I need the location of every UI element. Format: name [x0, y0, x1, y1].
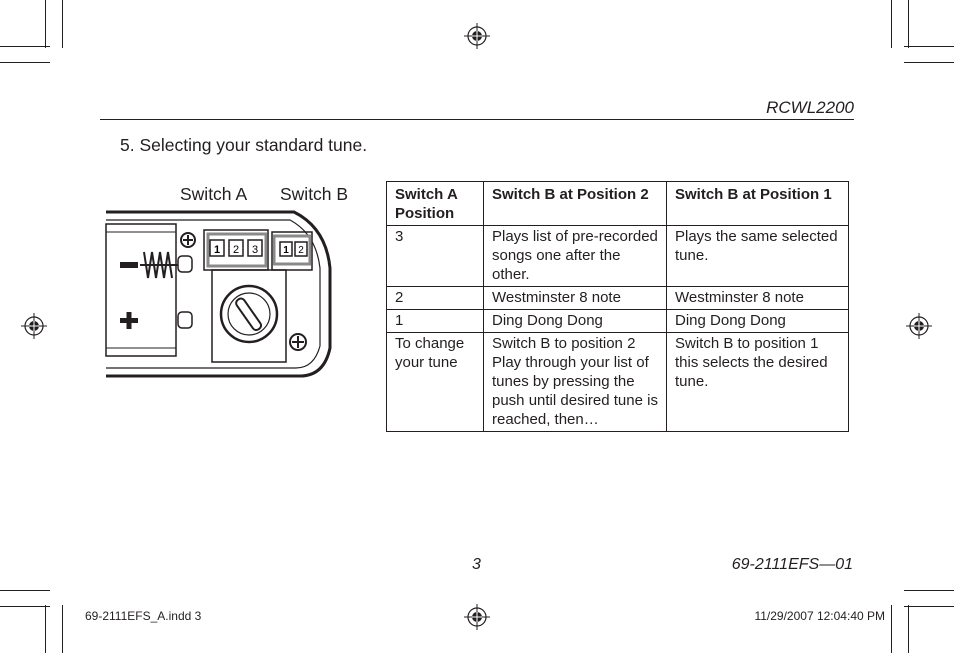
switch-a-label: Switch A — [180, 184, 248, 204]
table-cell: Ding Dong Dong — [483, 309, 667, 333]
registration-mark-icon — [464, 604, 490, 630]
switch-b-position-1: 1 — [283, 245, 289, 256]
slug-filename: 69-2111EFS_A.indd 3 — [85, 609, 202, 623]
crop-mark — [0, 606, 50, 607]
switch-a-position-3: 3 — [252, 244, 258, 256]
table-row: 3 Plays list of pre-recorded songs one a… — [386, 225, 849, 287]
registration-mark-icon — [464, 23, 490, 49]
crop-mark — [904, 62, 954, 63]
page-number: 3 — [472, 556, 481, 573]
crop-mark — [904, 606, 954, 607]
crop-mark — [62, 605, 63, 653]
table-cell: Ding Dong Dong — [666, 309, 849, 333]
tune-table: Switch A Position Switch B at Position 2… — [386, 181, 849, 432]
table-cell: Westminster 8 note — [666, 286, 849, 310]
crop-mark — [0, 46, 50, 47]
registration-mark-icon — [21, 313, 47, 339]
table-cell: Switch B to position 1 this selects the … — [666, 332, 849, 432]
model-number: RCWL2200 — [766, 98, 854, 117]
table-cell: Plays the same selected tune. — [666, 225, 849, 287]
column-header-switch-a: Switch A Position — [386, 181, 484, 226]
slug-timestamp: 11/29/2007 12:04:40 PM — [754, 609, 885, 623]
table-cell: 2 — [386, 286, 484, 310]
column-header-switch-b-pos1: Switch B at Position 1 — [666, 181, 849, 226]
document-number: 69-2111EFS—01 — [731, 556, 853, 573]
crop-mark — [908, 605, 909, 653]
crop-mark — [904, 590, 954, 591]
crop-mark — [45, 605, 46, 653]
table-header-row: Switch A Position Switch B at Position 2… — [386, 181, 849, 226]
table-row: 1 Ding Dong Dong Ding Dong Dong — [386, 309, 849, 333]
table-cell: 1 — [386, 309, 484, 333]
table-cell: Westminster 8 note — [483, 286, 667, 310]
crop-mark — [891, 0, 892, 48]
column-header-switch-b-pos2: Switch B at Position 2 — [483, 181, 667, 226]
crop-mark — [0, 62, 50, 63]
switch-b-position-2: 2 — [298, 245, 304, 256]
crop-mark — [891, 605, 892, 653]
crop-mark — [908, 0, 909, 48]
registration-mark-icon — [906, 313, 932, 339]
table-cell: Switch B to position 2 Play through your… — [483, 332, 667, 432]
header-rule — [100, 119, 854, 120]
table-cell: To change your tune — [386, 332, 484, 432]
table-cell: 3 — [386, 225, 484, 287]
step-heading: 5. Selecting your standard tune. — [120, 135, 368, 155]
table-row: To change your tune Switch B to position… — [386, 332, 849, 432]
switch-a-position-1: 1 — [214, 244, 220, 256]
crop-mark — [62, 0, 63, 48]
switch-b-label: Switch B — [280, 184, 349, 204]
switch-a-position-2: 2 — [233, 244, 239, 256]
table-cell: Plays list of pre-recorded songs one aft… — [483, 225, 667, 287]
crop-mark — [904, 46, 954, 47]
chime-switch-diagram: 1 2 3 1 2 − + — [105, 210, 332, 378]
crop-mark — [45, 0, 46, 48]
crop-mark — [0, 590, 50, 591]
table-row: 2 Westminster 8 note Westminster 8 note — [386, 286, 849, 310]
